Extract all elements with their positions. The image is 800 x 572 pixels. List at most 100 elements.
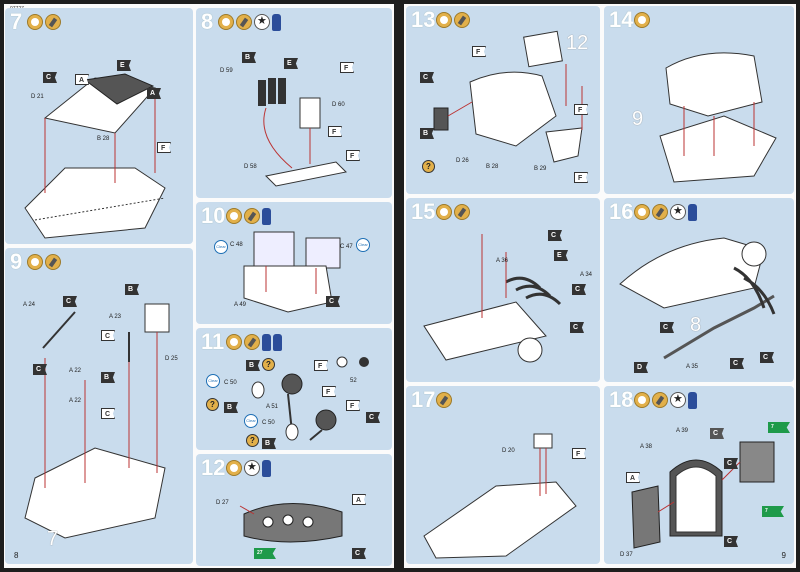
ghost-step-ref: 8 <box>690 314 702 336</box>
assembly-drawing <box>423 433 577 559</box>
paint-flag-e: E <box>117 60 131 71</box>
clear-icon: Clear <box>206 374 220 388</box>
paint-flag: D <box>634 362 648 373</box>
part-label: A 34 <box>580 272 593 278</box>
part-label: D 59 <box>220 68 233 74</box>
paint-flag: B <box>224 402 238 413</box>
paint-flag: C <box>33 364 47 375</box>
assembly-drawing <box>251 356 369 441</box>
paint-flag: F <box>322 386 336 397</box>
glue-icon <box>236 14 252 30</box>
assembly-drawing <box>619 237 776 360</box>
step-icons <box>436 204 470 220</box>
paint-flag: C <box>326 296 340 307</box>
paint-flag-c: C <box>43 72 57 83</box>
step-icons <box>634 204 697 221</box>
cut-icon <box>634 392 650 408</box>
step-icons <box>226 208 271 225</box>
assembly-drawing <box>423 234 562 363</box>
step-number: 16 <box>609 199 634 224</box>
step-9-panel: 9 7 C B C C B C A 24 A 23 D 25 A 22 A 22 <box>5 248 193 564</box>
step-number: 11 <box>201 329 225 354</box>
paint-flag: B <box>262 438 276 449</box>
part-label: B 28 <box>97 136 110 142</box>
part-label: A 51 <box>266 404 279 410</box>
cut-icon <box>226 208 242 224</box>
cut-icon <box>436 204 452 220</box>
part-label: D 60 <box>332 102 345 108</box>
step-number: 12 <box>201 455 226 480</box>
step-18-panel: 18 7 7 A C C C A 38 A 39 D 37 <box>604 386 794 564</box>
part-label: D 27 <box>216 500 229 506</box>
part-label: D 26 <box>456 158 469 164</box>
paint-flag: E <box>284 58 298 69</box>
star-icon <box>254 14 270 30</box>
part-label: D 25 <box>165 356 178 362</box>
paint-flag: C <box>724 458 738 469</box>
page-number: 9 <box>781 551 786 560</box>
assembly-drawing <box>24 73 166 239</box>
step-number: 13 <box>411 7 436 32</box>
step-number: 7 <box>10 9 23 34</box>
paint-flag: C <box>710 428 724 439</box>
part-label: A 36 <box>496 258 509 264</box>
step-icons <box>27 254 61 270</box>
assembly-drawing <box>243 231 341 313</box>
paint-flag-a2: A <box>147 88 161 99</box>
decal-icon: 7 <box>762 506 784 517</box>
step-13-panel: 13 12 C F B F F ? D 26 B 28 B 29 <box>406 6 600 194</box>
cut-icon <box>226 460 242 476</box>
option-icon: ? <box>422 160 435 173</box>
step-12-panel: 12 27 A C D 27 <box>196 454 392 566</box>
star-icon <box>244 460 260 476</box>
glue-icon <box>454 204 470 220</box>
part-label: A 22 <box>69 368 82 374</box>
right-page: 13 12 C F B F F ? D 26 B 28 B 29 14 <box>404 4 796 568</box>
paint-flag: F <box>328 126 342 137</box>
option-icon: ? <box>246 434 259 447</box>
paint-flag: C <box>572 284 586 295</box>
assembly-drawing <box>433 30 583 163</box>
step-icons <box>436 392 452 408</box>
step-number: 8 <box>201 9 214 34</box>
paint-flag: C <box>724 536 738 547</box>
part-label: A 24 <box>23 302 36 308</box>
option-icon: ? <box>206 398 219 411</box>
assembly-drawing <box>258 78 348 187</box>
decal-icon: 27 <box>254 548 276 559</box>
part-label: D 37 <box>620 552 633 558</box>
step-17-panel: 17 F D 20 <box>406 386 600 564</box>
part-label: A 35 <box>686 364 699 370</box>
left-page: 07727 7 C A E A F D 21 B 28 9 <box>4 4 394 568</box>
glue-icon <box>454 12 470 28</box>
option-icon: ? <box>262 358 275 371</box>
paint-flag: C <box>660 322 674 333</box>
step-icons <box>218 14 281 31</box>
paint-pot-icon <box>688 392 697 409</box>
part-label: D 58 <box>244 164 257 170</box>
paint-flag: C <box>548 230 562 241</box>
paint-flag-f: F <box>157 142 171 153</box>
star-icon <box>670 204 686 220</box>
step-icons <box>634 12 650 28</box>
cut-icon <box>218 14 234 30</box>
assembly-drawing <box>24 303 170 539</box>
paint-flag: C <box>570 322 584 333</box>
part-label: A 22 <box>69 398 82 404</box>
cut-icon <box>436 12 452 28</box>
ghost-step-ref: 9 <box>632 108 644 130</box>
clear-icon: Clear <box>356 238 370 252</box>
step-number: 17 <box>411 387 436 412</box>
cut-icon <box>27 254 43 270</box>
clear-icon: Clear <box>244 414 258 428</box>
paint-flag: B <box>101 372 115 383</box>
part-label: 52 <box>350 378 357 384</box>
paint-flag: F <box>472 46 486 57</box>
paint-flag: E <box>554 250 568 261</box>
glue-icon <box>244 208 260 224</box>
paint-flag: F <box>346 150 360 161</box>
page-number: 8 <box>14 551 19 560</box>
paint-pot-icon <box>272 14 281 31</box>
cut-icon <box>226 334 242 350</box>
step-16-panel: 16 8 C C C D A 35 <box>604 198 794 382</box>
